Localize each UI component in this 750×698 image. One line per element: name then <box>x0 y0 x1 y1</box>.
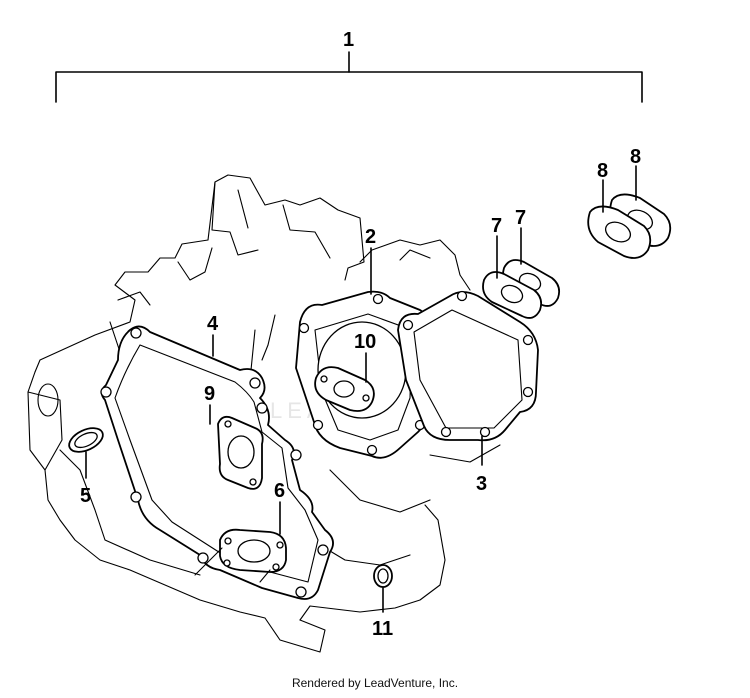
plate-gasket <box>217 415 264 490</box>
footer-credit: Rendered by LeadVenture, Inc. <box>291 676 459 690</box>
callout-5: 5 <box>80 485 91 507</box>
callout-8-right: 8 <box>630 146 641 168</box>
callouts: 1 2 3 4 5 6 7 7 8 8 9 10 11 <box>80 29 641 640</box>
callout-9: 9 <box>204 383 215 405</box>
callout-11: 11 <box>372 618 393 640</box>
kit-bracket <box>55 51 643 103</box>
crankcase-gasket <box>100 325 334 600</box>
intake-gasket <box>314 366 375 412</box>
callout-10: 10 <box>354 331 376 353</box>
valve-cover-gasket <box>397 290 539 442</box>
leader-lines <box>85 165 637 613</box>
oil-seal-ring <box>68 427 104 453</box>
callout-6: 6 <box>274 480 285 502</box>
callout-1: 1 <box>343 29 354 51</box>
callout-4: 4 <box>207 313 219 335</box>
callout-7-left: 7 <box>491 215 502 237</box>
small-oring <box>373 564 393 588</box>
callout-8-left: 8 <box>597 160 608 182</box>
callout-2: 2 <box>365 226 376 248</box>
callout-3: 3 <box>476 473 487 495</box>
breather-gasket <box>194 528 287 583</box>
callout-7-right: 7 <box>515 207 526 229</box>
muffler-gasket-pair <box>587 193 672 259</box>
exhaust-gasket-pair <box>482 259 561 319</box>
